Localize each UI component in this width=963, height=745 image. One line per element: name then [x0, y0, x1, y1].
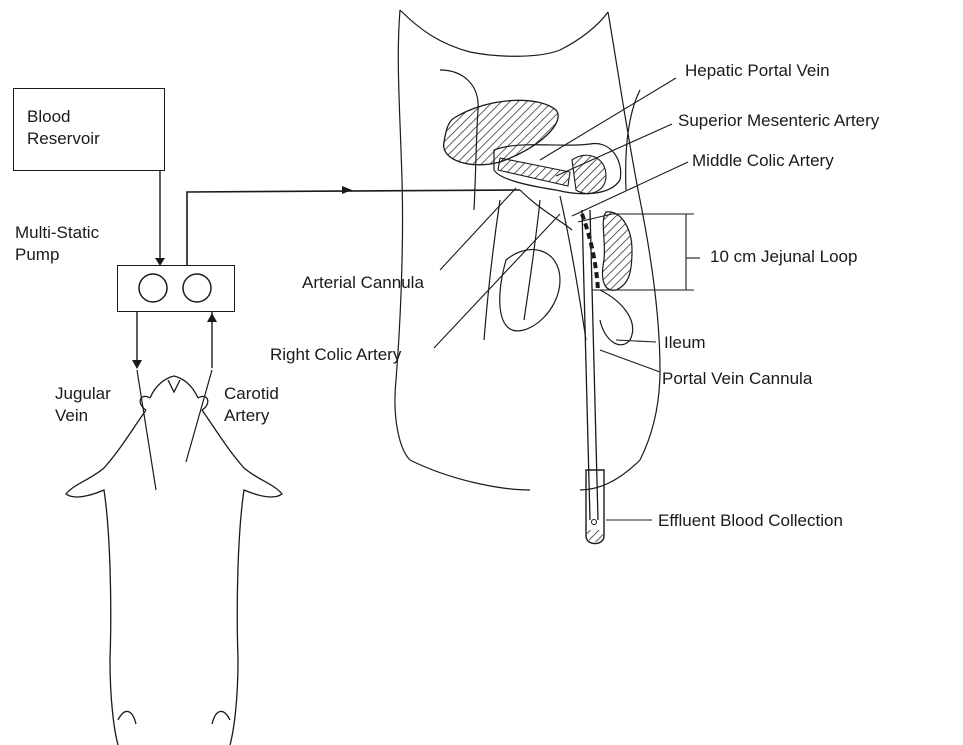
carotid-cannula-line: [186, 370, 212, 462]
jugular-cannula-line: [137, 370, 156, 490]
rat-outline: [66, 376, 282, 745]
effluent-blood-collection-label: Effluent Blood Collection: [658, 510, 843, 532]
ileum-label: Ileum: [664, 332, 706, 354]
arrow-icon: [342, 186, 352, 194]
arrow-icon: [132, 360, 142, 369]
liver-lobe: [444, 100, 559, 164]
arterial-cannula-label: Arterial Cannula: [302, 272, 424, 294]
multi-static-pump-box: [117, 265, 235, 312]
jejunal-loop: [603, 212, 633, 290]
portal-vein-cannula-label: Portal Vein Cannula: [662, 368, 812, 390]
middle-colic-artery-label: Middle Colic Artery: [692, 150, 834, 172]
ileum-outline: [600, 290, 633, 345]
arrow-icon: [207, 313, 217, 322]
carotid-artery-label: Carotid Artery: [224, 383, 279, 427]
blood-reservoir-label: Blood Reservoir: [27, 106, 100, 150]
blood-drop-icon: [592, 520, 597, 525]
cecum-outline: [500, 250, 560, 331]
pump-label: Multi-Static Pump: [15, 222, 99, 266]
pump-to-artery-tube: [187, 190, 520, 265]
right-colic-artery-label: Right Colic Artery: [270, 344, 401, 366]
superior-mesenteric-artery-label: Superior Mesenteric Artery: [678, 110, 879, 132]
hepatic-portal-vein-label: Hepatic Portal Vein: [685, 60, 830, 82]
jugular-vein-label: Jugular Vein: [55, 383, 111, 427]
mesenteric-vessels: [484, 190, 586, 340]
collected-blood: [587, 530, 603, 542]
pancreas-hatched: [498, 158, 570, 186]
jejunal-loop-label: 10 cm Jejunal Loop: [710, 246, 857, 268]
